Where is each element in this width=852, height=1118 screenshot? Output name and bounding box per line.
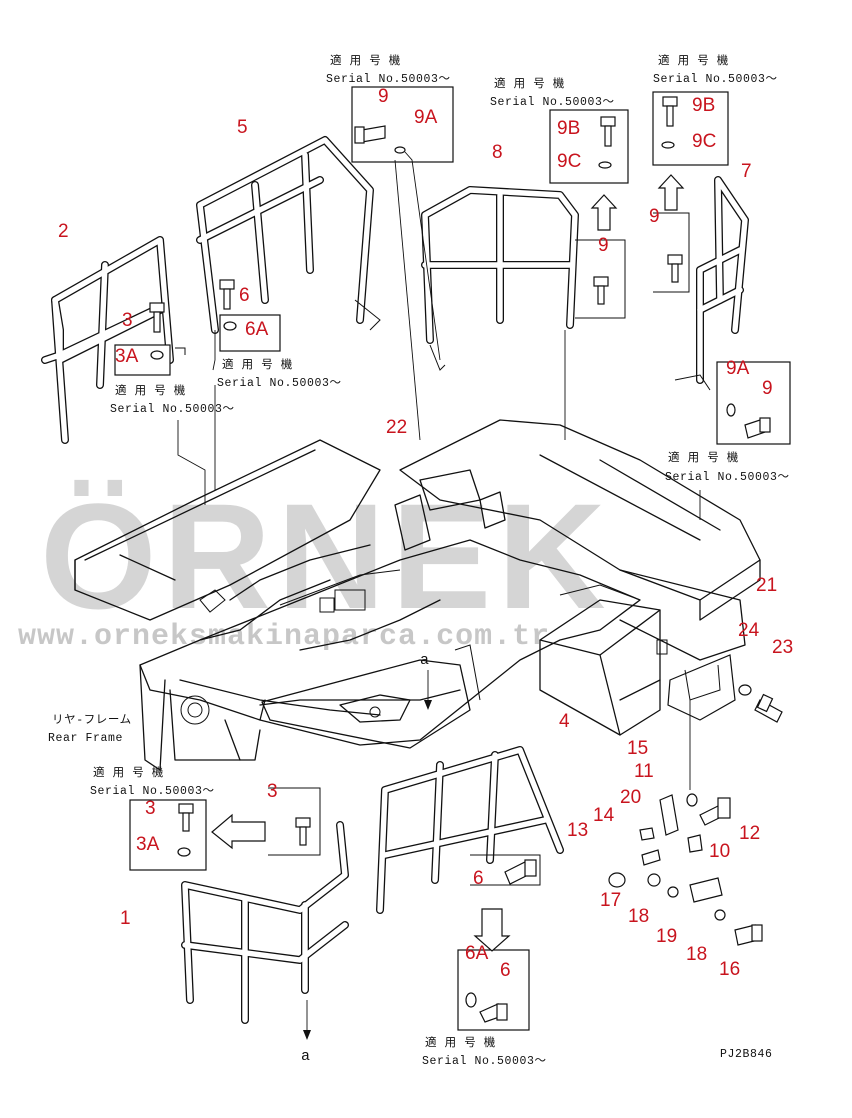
callout-6a-upper: 6A xyxy=(245,319,269,340)
serial-caption-jp-8: 適 用 号 機 xyxy=(425,1035,496,1050)
serial-caption-jp-6: 適 用 号 機 xyxy=(668,450,739,465)
serial-caption-en-1: Serial No.50003～ xyxy=(326,73,451,86)
serial-caption-en-3: Serial No.50003～ xyxy=(653,73,778,86)
inset-box-6a xyxy=(219,314,281,352)
callout-3-upper: 3 xyxy=(122,310,133,331)
callout-9a-right: 9A xyxy=(726,358,750,379)
callout-9c-right: 9C xyxy=(692,131,716,152)
callout-7: 7 xyxy=(741,161,752,182)
handrail-1 xyxy=(181,821,349,1040)
inset-box-3a xyxy=(114,344,171,376)
serial-caption-en-6: Serial No.50003～ xyxy=(665,471,790,484)
view-ref-a-lower: a xyxy=(301,1048,310,1065)
callout-10: 10 xyxy=(709,841,730,862)
callout-16: 16 xyxy=(719,959,740,980)
serial-captions: 適 用 号 機 Serial No.50003～ 適 用 号 機 Serial … xyxy=(90,53,790,1068)
watermark: ÖRNEK www.orneksmakinaparca.com.tr xyxy=(18,472,606,654)
callout-11: 11 xyxy=(634,761,654,782)
handrail-5 xyxy=(196,136,381,334)
callout-6a-lower: 6A xyxy=(465,943,489,964)
handrail-7 xyxy=(674,176,749,391)
callout-9-right: 9 xyxy=(649,206,660,227)
serial-caption-jp-4: 適 用 号 機 xyxy=(222,357,293,372)
callout-18-lower: 18 xyxy=(686,944,707,965)
callout-9-rightbox: 9 xyxy=(762,378,773,399)
callout-24: 24 xyxy=(738,620,760,641)
handrail-8 xyxy=(421,186,579,371)
handrail-4 xyxy=(376,746,564,914)
callout-17: 17 xyxy=(600,890,621,911)
callout-6-upper: 6 xyxy=(239,285,250,306)
callout-2: 2 xyxy=(58,221,69,242)
part-callouts: 1 2 3 3A 3 3A 3 4 5 6 6A 6 6A 6 7 8 9 9A… xyxy=(58,86,793,981)
drawing-code: PJ2B846 xyxy=(720,1048,773,1061)
handrail-2 xyxy=(41,236,174,444)
serial-caption-en-4: Serial No.50003～ xyxy=(217,377,342,390)
serial-caption-jp-3: 適 用 号 機 xyxy=(658,53,729,68)
callout-4: 4 xyxy=(559,711,570,732)
plate-11 xyxy=(659,794,679,836)
callout-8: 8 xyxy=(492,142,503,163)
callout-9-topbox: 9 xyxy=(378,86,389,107)
serial-caption-en-7: Serial No.50003～ xyxy=(90,785,215,798)
serial-caption-jp-1: 適 用 号 機 xyxy=(330,53,401,68)
serial-caption-jp-5: 適 用 号 機 xyxy=(115,383,186,398)
callout-14: 14 xyxy=(593,805,615,826)
callout-22: 22 xyxy=(386,417,407,438)
callout-3a-lower-box: 3A xyxy=(136,834,160,855)
callout-9b-right: 9B xyxy=(692,95,715,116)
callout-6-mid: 6 xyxy=(473,868,484,889)
callout-6-lower: 6 xyxy=(500,960,511,981)
serial-caption-en-2: Serial No.50003～ xyxy=(490,96,615,109)
callout-15: 15 xyxy=(627,738,648,759)
callout-3-lower: 3 xyxy=(267,781,278,802)
callout-21: 21 xyxy=(756,575,777,596)
callout-20: 20 xyxy=(620,787,641,808)
callout-5: 5 xyxy=(237,117,248,138)
serial-caption-jp-2: 適 用 号 機 xyxy=(494,76,565,91)
callout-1: 1 xyxy=(120,908,131,929)
callout-9c-mid: 9C xyxy=(557,151,581,172)
callout-18-upper: 18 xyxy=(628,906,649,927)
rear-frame-label-en: Rear Frame xyxy=(48,732,123,745)
callout-3a-upper: 3A xyxy=(115,346,139,367)
callout-9a-topbox: 9A xyxy=(414,107,438,128)
serial-caption-en-5: Serial No.50003～ xyxy=(110,403,235,416)
view-ref-a-upper: a xyxy=(420,652,429,669)
serial-caption-en-8: Serial No.50003～ xyxy=(422,1055,547,1068)
bracket-24 xyxy=(667,654,736,721)
rear-frame-label-jp: リヤ-フレーム xyxy=(52,713,132,727)
callout-13: 13 xyxy=(567,820,588,841)
callout-12: 12 xyxy=(739,823,760,844)
callout-9-mid: 9 xyxy=(598,235,609,256)
callout-3-lower-box: 3 xyxy=(145,798,156,819)
callout-23: 23 xyxy=(772,637,793,658)
callout-19: 19 xyxy=(656,926,677,947)
serial-caption-jp-7: 適 用 号 機 xyxy=(93,765,164,780)
callout-9b-mid: 9B xyxy=(557,118,580,139)
